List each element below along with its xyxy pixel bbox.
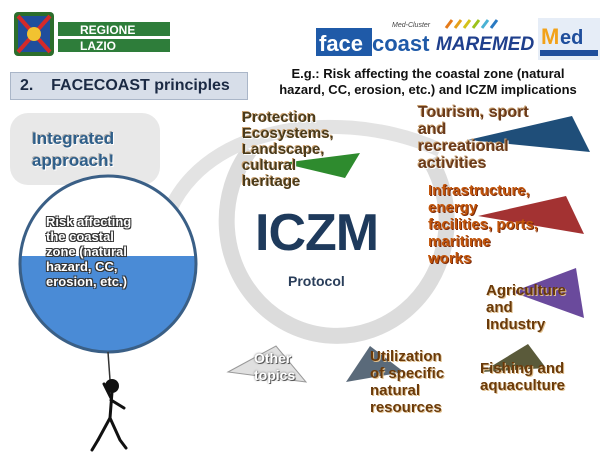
sector-tourism-line-2: and (418, 121, 447, 138)
iczm-title: ICZM (255, 204, 379, 262)
sector-utilization-label: Utilization of specific natural resource… (370, 348, 444, 416)
balloon-line-4: hazard, CC, (46, 259, 118, 274)
cycle-arrow (218, 145, 455, 344)
stick-figure (90, 379, 128, 452)
sector-wedge-tourism (468, 116, 590, 152)
sector-agriculture-line-2: and (486, 299, 513, 316)
sector-utilization-line-1: Utilization (370, 348, 442, 365)
sector-infrastructure-line-2: energy (428, 199, 478, 216)
sector-tourism-label: Tourism, sport and recreational activiti… (418, 104, 529, 172)
sector-fishing-line-2: aquaculture (480, 377, 566, 394)
sector-other-line-2: topics (254, 367, 296, 383)
sector-agriculture-line-1: Agriculture (486, 282, 567, 299)
example-caption: E.g.: Risk affecting the coastal zone (n… (254, 66, 602, 98)
sector-wedge-protection (282, 153, 360, 178)
sector-protection-line-1: Protection (242, 109, 317, 126)
sector-wedge-fishing (482, 344, 546, 372)
example-line-2: hazard, CC, erosion, etc.) and ICZM impl… (279, 82, 577, 97)
sector-wedge-other (226, 345, 308, 383)
med-logo-strip (540, 50, 598, 56)
sector-infrastructure-line-4: maritime (428, 233, 491, 250)
facecoast-logo-box (316, 28, 372, 56)
regione-logo-line1: REGIONE (80, 23, 135, 37)
maremed-logo: MAREMED (436, 34, 534, 55)
med-logo-text: ed (560, 27, 583, 49)
balloon-line-1: Risk affecting (46, 214, 132, 229)
sector-agriculture-line-3: Industry (486, 316, 546, 333)
integrated-line-1: Integrated (32, 129, 115, 148)
maremed-stripes (444, 19, 499, 29)
regione-lazio-emblem (14, 12, 170, 56)
sector-protection-line-2: Ecosystems, (242, 125, 334, 142)
sector-fishing-label: Fishing and aquaculture (480, 360, 565, 394)
balloon-line-5: erosion, etc.) (46, 274, 127, 289)
balloon-line-2: the coastal (46, 229, 114, 244)
balloon-text: Risk affecting the coastal zone (natural… (46, 214, 131, 289)
sector-wedge-infrastructure (478, 196, 584, 234)
sector-infrastructure-line-3: facilities, ports, (428, 216, 539, 233)
iczm-diagram (10, 113, 590, 452)
iczm-protocol-label: Protocol (288, 273, 345, 289)
integrated-line-2: approach! (32, 151, 115, 170)
sector-utilization-line-4: resources (370, 399, 442, 416)
balloon-line-3: zone (natural (46, 244, 127, 259)
sector-utilization-line-3: natural (370, 382, 421, 399)
sector-tourism-line-4: activities (418, 155, 487, 172)
sector-wedge-utilization (346, 346, 404, 382)
slide-title: 2. FACECOAST principles (20, 77, 230, 95)
sector-fishing-line-1: Fishing and (480, 360, 565, 377)
med-logo-m: M (541, 24, 559, 49)
facecoast-logo-face: face (319, 31, 363, 56)
sector-protection-line-4: cultural (242, 157, 297, 174)
sector-protection-line-3: Landscape, (242, 141, 325, 158)
title-number: 2. (20, 77, 34, 94)
sector-other-label: Other topics (254, 350, 295, 384)
sector-tourism-line-3: recreational (418, 138, 509, 155)
sector-infrastructure-line-5: works (428, 250, 472, 267)
facecoast-logo-coast: coast (372, 31, 430, 56)
sector-infrastructure-line-1: Infrastructure, (428, 182, 530, 199)
sector-wedge-agriculture (512, 268, 584, 318)
regione-logo-line2: LAZIO (80, 39, 116, 53)
sector-utilization-line-2: of specific (370, 365, 445, 382)
sector-agriculture-label: Agriculture and Industry (486, 282, 566, 333)
facecoast-logo-tag: Med-Cluster (392, 22, 431, 29)
header-logos: REGIONE LAZIO face coast Med-Cluster MAR… (14, 12, 600, 60)
sector-other-line-1: Other (254, 350, 292, 366)
example-line-1: E.g.: Risk affecting the coastal zone (n… (291, 66, 565, 81)
title-bar (10, 72, 248, 100)
sector-tourism-line-1: Tourism, sport (418, 104, 529, 121)
sector-infrastructure-label: Infrastructure, energy facilities, ports… (428, 182, 538, 267)
integrated-approach-label: Integrated approach! (32, 128, 114, 172)
integrated-bubble (10, 113, 160, 185)
sector-protection-line-5: heritage (242, 173, 301, 190)
sector-protection-label: Protection Ecosystems, Landscape, cultur… (242, 110, 334, 190)
title-label: FACECOAST principles (51, 77, 230, 94)
